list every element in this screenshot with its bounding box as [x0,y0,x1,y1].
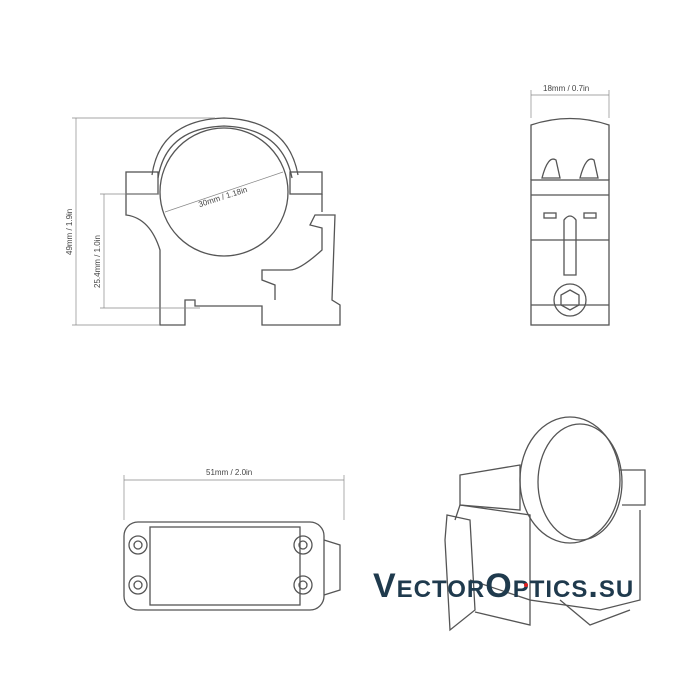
ring-diameter-label: 30mm / 1.18in [197,185,248,209]
isometric-view [444,416,646,632]
center-height-label: 25.4mm / 1.0in [93,235,102,288]
front-view: 30mm / 1.18in 49mm / 1.9in 25.4mm / 1.0i… [65,117,341,326]
length-label: 51mm / 2.0in [206,468,252,477]
total-height-label: 49mm / 1.9in [65,209,74,255]
side-view: 18mm / 0.7in [530,84,610,326]
watermark-logo: VectorOptics.su [373,567,635,605]
top-view: 51mm / 2.0in [123,468,345,611]
width-label: 18mm / 0.7in [543,84,589,93]
logo-red-dot [524,583,528,587]
